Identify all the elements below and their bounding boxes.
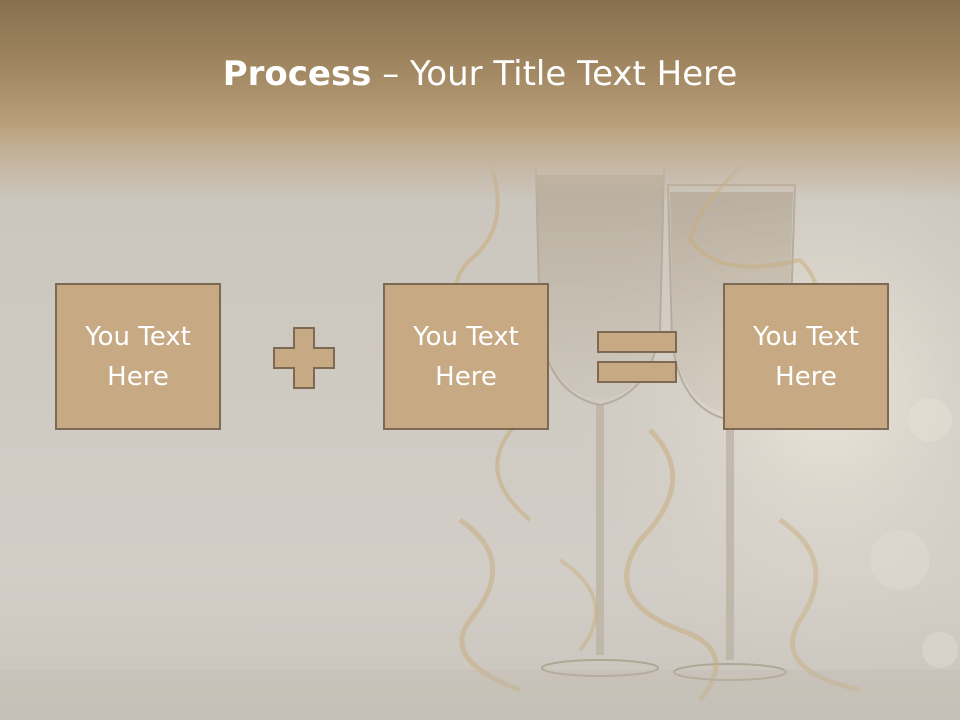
title-rest: – Your Title Text Here bbox=[371, 54, 738, 94]
plus-icon bbox=[273, 327, 335, 389]
title-band bbox=[0, 0, 960, 200]
slide-title: Process – Your Title Text Here bbox=[0, 52, 960, 96]
process-box-2-text: You Text Here bbox=[413, 321, 519, 392]
process-box-3-text: You Text Here bbox=[753, 321, 859, 392]
process-box-3: You Text Here bbox=[723, 283, 889, 430]
process-box-2: You Text Here bbox=[383, 283, 549, 430]
title-bold: Process bbox=[222, 54, 372, 94]
process-box-1-text: You Text Here bbox=[85, 321, 191, 392]
process-box-1: You Text Here bbox=[55, 283, 221, 430]
equals-icon bbox=[597, 331, 677, 383]
